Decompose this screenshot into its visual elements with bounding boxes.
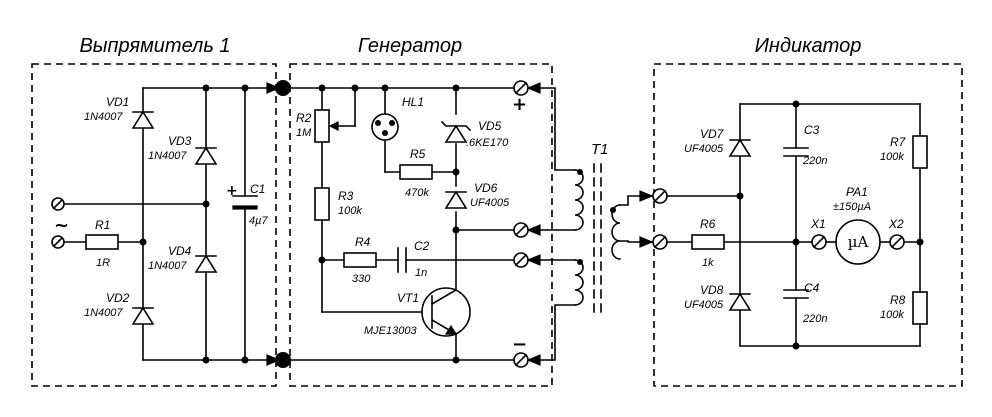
vd3-value: 1N4007 [148, 150, 187, 162]
gen-terminal-minus [513, 352, 529, 368]
vt1-value: MJE13003 [364, 325, 417, 337]
neon-lamp-hl1 [371, 113, 399, 141]
indicator-input-terminal-2 [652, 234, 668, 250]
resistor-r5 [399, 164, 433, 180]
r5-ref: R5 [410, 147, 426, 161]
diode-vd1 [131, 110, 155, 129]
vd6-value: UF4005 [470, 197, 510, 209]
r4-value: 330 [352, 273, 371, 285]
capacitor-c3 [783, 147, 809, 157]
r7-value: 100k [880, 151, 904, 163]
r4-ref: R4 [355, 235, 371, 249]
transistor-vt1 [421, 287, 471, 337]
microammeter-pa1 [835, 219, 881, 265]
terminal-x1 [811, 234, 827, 250]
c4-ref: C4 [804, 281, 820, 295]
transformer-t1 [539, 87, 653, 361]
c1-value: 4µ7 [249, 215, 268, 227]
r5-value: 470k [405, 187, 429, 199]
indicator-block-title: Индикатор [755, 35, 862, 57]
c4-value: 220n [802, 313, 827, 325]
minus-mark: − [512, 334, 527, 355]
gen-terminal-3 [513, 252, 529, 268]
r6-ref: R6 [700, 217, 716, 231]
indicator-junctions [736, 100, 924, 350]
capacitor-c2 [397, 247, 407, 273]
vd3-ref: VD3 [168, 134, 192, 148]
plus-mark: + [512, 94, 527, 115]
r3-ref: R3 [338, 189, 354, 203]
resistor-r7 [912, 135, 928, 169]
vd7-ref: VD7 [700, 127, 725, 141]
generator-junctions [318, 84, 460, 364]
capacitor-c1 [232, 195, 258, 210]
diode-vd2 [131, 306, 155, 325]
gen-terminal-2 [513, 222, 529, 238]
diode-vd6 [444, 190, 468, 209]
r1-value: 1R [96, 257, 110, 269]
r8-value: 100k [880, 309, 904, 321]
vd6-ref: VD6 [474, 181, 498, 195]
vd8-value: UF4005 [684, 299, 724, 311]
r2-ref: R2 [296, 111, 312, 125]
x1-ref: X1 [810, 217, 826, 231]
c2-ref: C2 [414, 239, 430, 253]
r3-value: 100k [338, 205, 362, 217]
connection-arrows [266, 82, 654, 366]
vd5-ref: VD5 [478, 119, 502, 133]
gen-terminal-plus [513, 80, 529, 96]
ac-input-terminal-bottom [51, 235, 65, 249]
resistor-r6 [691, 234, 725, 250]
t1-ref: T1 [591, 141, 609, 158]
c2-value: 1n [415, 267, 427, 279]
vt1-ref: VT1 [397, 291, 419, 305]
x2-ref: X2 [888, 217, 904, 231]
hl1-ref: HL1 [402, 95, 424, 109]
diode-vd8 [728, 292, 752, 311]
resistor-r1 [85, 234, 119, 250]
c1-plus-mark: + [226, 183, 238, 199]
vd4-value: 1N4007 [148, 260, 187, 272]
capacitor-c4 [783, 289, 809, 299]
vd5-value: .6KE170 [466, 137, 509, 149]
rectifier-junctions [139, 84, 249, 364]
pa1-ref: PA1 [846, 185, 868, 199]
r7-ref: R7 [890, 135, 907, 149]
generator-block-frame [289, 63, 553, 387]
potentiometer-r2 [314, 109, 339, 143]
indicator-block-frame [653, 63, 963, 387]
c3-value: 220n [802, 155, 827, 167]
ac-symbol: ~ [54, 215, 69, 236]
r6-value: 1k [702, 257, 714, 269]
rectifier-block-frame [31, 63, 277, 387]
resistor-r3 [314, 187, 330, 221]
vd2-ref: VD2 [106, 291, 130, 305]
c3-ref: C3 [804, 123, 820, 137]
vd4-ref: VD4 [168, 244, 192, 258]
indicator-input-terminal-1 [652, 188, 668, 204]
vd8-ref: VD8 [700, 283, 724, 297]
vd1-value: 1N4007 [84, 111, 123, 123]
resistor-r4 [343, 252, 377, 268]
diode-vd7 [728, 138, 752, 157]
resistor-r8 [912, 291, 928, 325]
terminal-x2 [889, 234, 905, 250]
r1-ref: R1 [95, 218, 110, 232]
rectifier-block-title: Выпрямитель 1 [79, 35, 230, 57]
ac-input-terminal-top [51, 197, 65, 211]
vd7-value: UF4005 [684, 143, 724, 155]
diode-vd3 [194, 146, 218, 165]
vd1-ref: VD1 [106, 95, 129, 109]
tvs-diode-vd5 [440, 120, 472, 143]
generator-block-title: Генератор [358, 35, 462, 57]
r8-ref: R8 [890, 293, 906, 307]
c1-ref: C1 [250, 182, 265, 196]
vd2-value: 1N4007 [84, 307, 123, 319]
meter-unit-label: µA [848, 233, 869, 251]
r2-value: 1M [296, 127, 312, 139]
diode-vd4 [194, 254, 218, 273]
pa1-value: ±150µA [833, 201, 871, 213]
